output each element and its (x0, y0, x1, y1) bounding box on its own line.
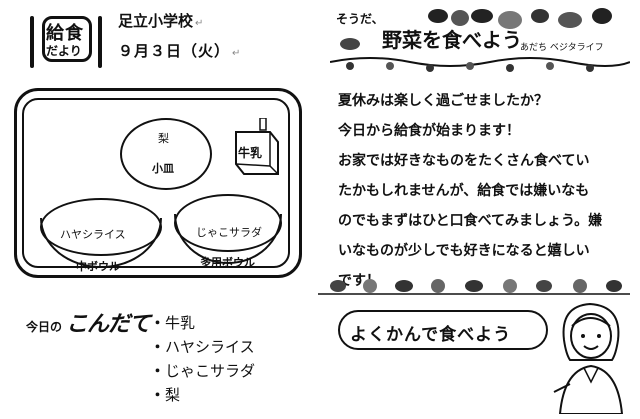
menu-item: ・ハヤシライス (150, 338, 255, 356)
medium-bowl-food: ハヤシライス (60, 228, 126, 241)
vegetable-banner (329, 4, 631, 78)
todays-menu-prefix: 今日の (26, 320, 63, 334)
chew-well-slogan: よくかんで食べよう (350, 325, 512, 345)
nutritionist-icon (550, 296, 632, 415)
milk-carton-icon (232, 117, 282, 176)
message-body: 夏休みは楽しく過ごせましたか？ 今日から給食が始まります！ お家では好きなものを… (338, 86, 628, 296)
vegetable-divider (318, 276, 630, 298)
message-line: 夏休みは楽しく過ごせましたか？ (338, 93, 548, 109)
message-line: お家では好きなものをたくさん食べてい (338, 153, 590, 169)
milk-label: 牛乳 (238, 146, 263, 160)
small-plate-food: 梨 (158, 132, 169, 145)
menu-item: ・じゃこサラダ (150, 362, 256, 380)
todays-menu-title: こんだて (66, 312, 151, 337)
message-line: いなものが少しでも好きになると嬉しい (338, 243, 590, 259)
message-line: たかもしれませんが、給食では嫌いなも (338, 183, 590, 199)
small-plate (120, 118, 212, 190)
medium-bowl-label: 中ボウル (76, 260, 120, 273)
small-plate-label: 小皿 (152, 162, 174, 175)
banner-subtitle: あだち ベジタライフ (520, 43, 604, 53)
multi-bowl-food: じゃこサラダ (196, 226, 262, 239)
kyushoku-dayori-logo: 給食 だより (30, 10, 102, 70)
menu-item: ・梨 (150, 386, 181, 404)
fork-icon (30, 16, 34, 68)
logo-frame (42, 16, 92, 62)
banner-title: 野菜を食べよう (382, 28, 522, 52)
multi-bowl-label: 多用ボウル (200, 256, 255, 269)
lunch-tray-inner (22, 98, 290, 268)
logo-subtitle: だより (46, 44, 82, 58)
message-line: のでもまずはひと口食べてみましょう。嫌 (338, 213, 603, 229)
spoon-icon (98, 16, 102, 68)
message-line: 今日から給食が始まります！ (338, 123, 520, 139)
school-name: 足立小学校↵ (118, 12, 204, 30)
banner-prefix: そうだ、 (336, 12, 384, 26)
logo-title: 給食 (46, 23, 84, 44)
menu-item: ・牛乳 (150, 314, 196, 332)
lunch-tray (14, 88, 302, 278)
speech-bubble (338, 310, 548, 350)
issue-date: ９月３日（火）↵ (118, 42, 242, 60)
